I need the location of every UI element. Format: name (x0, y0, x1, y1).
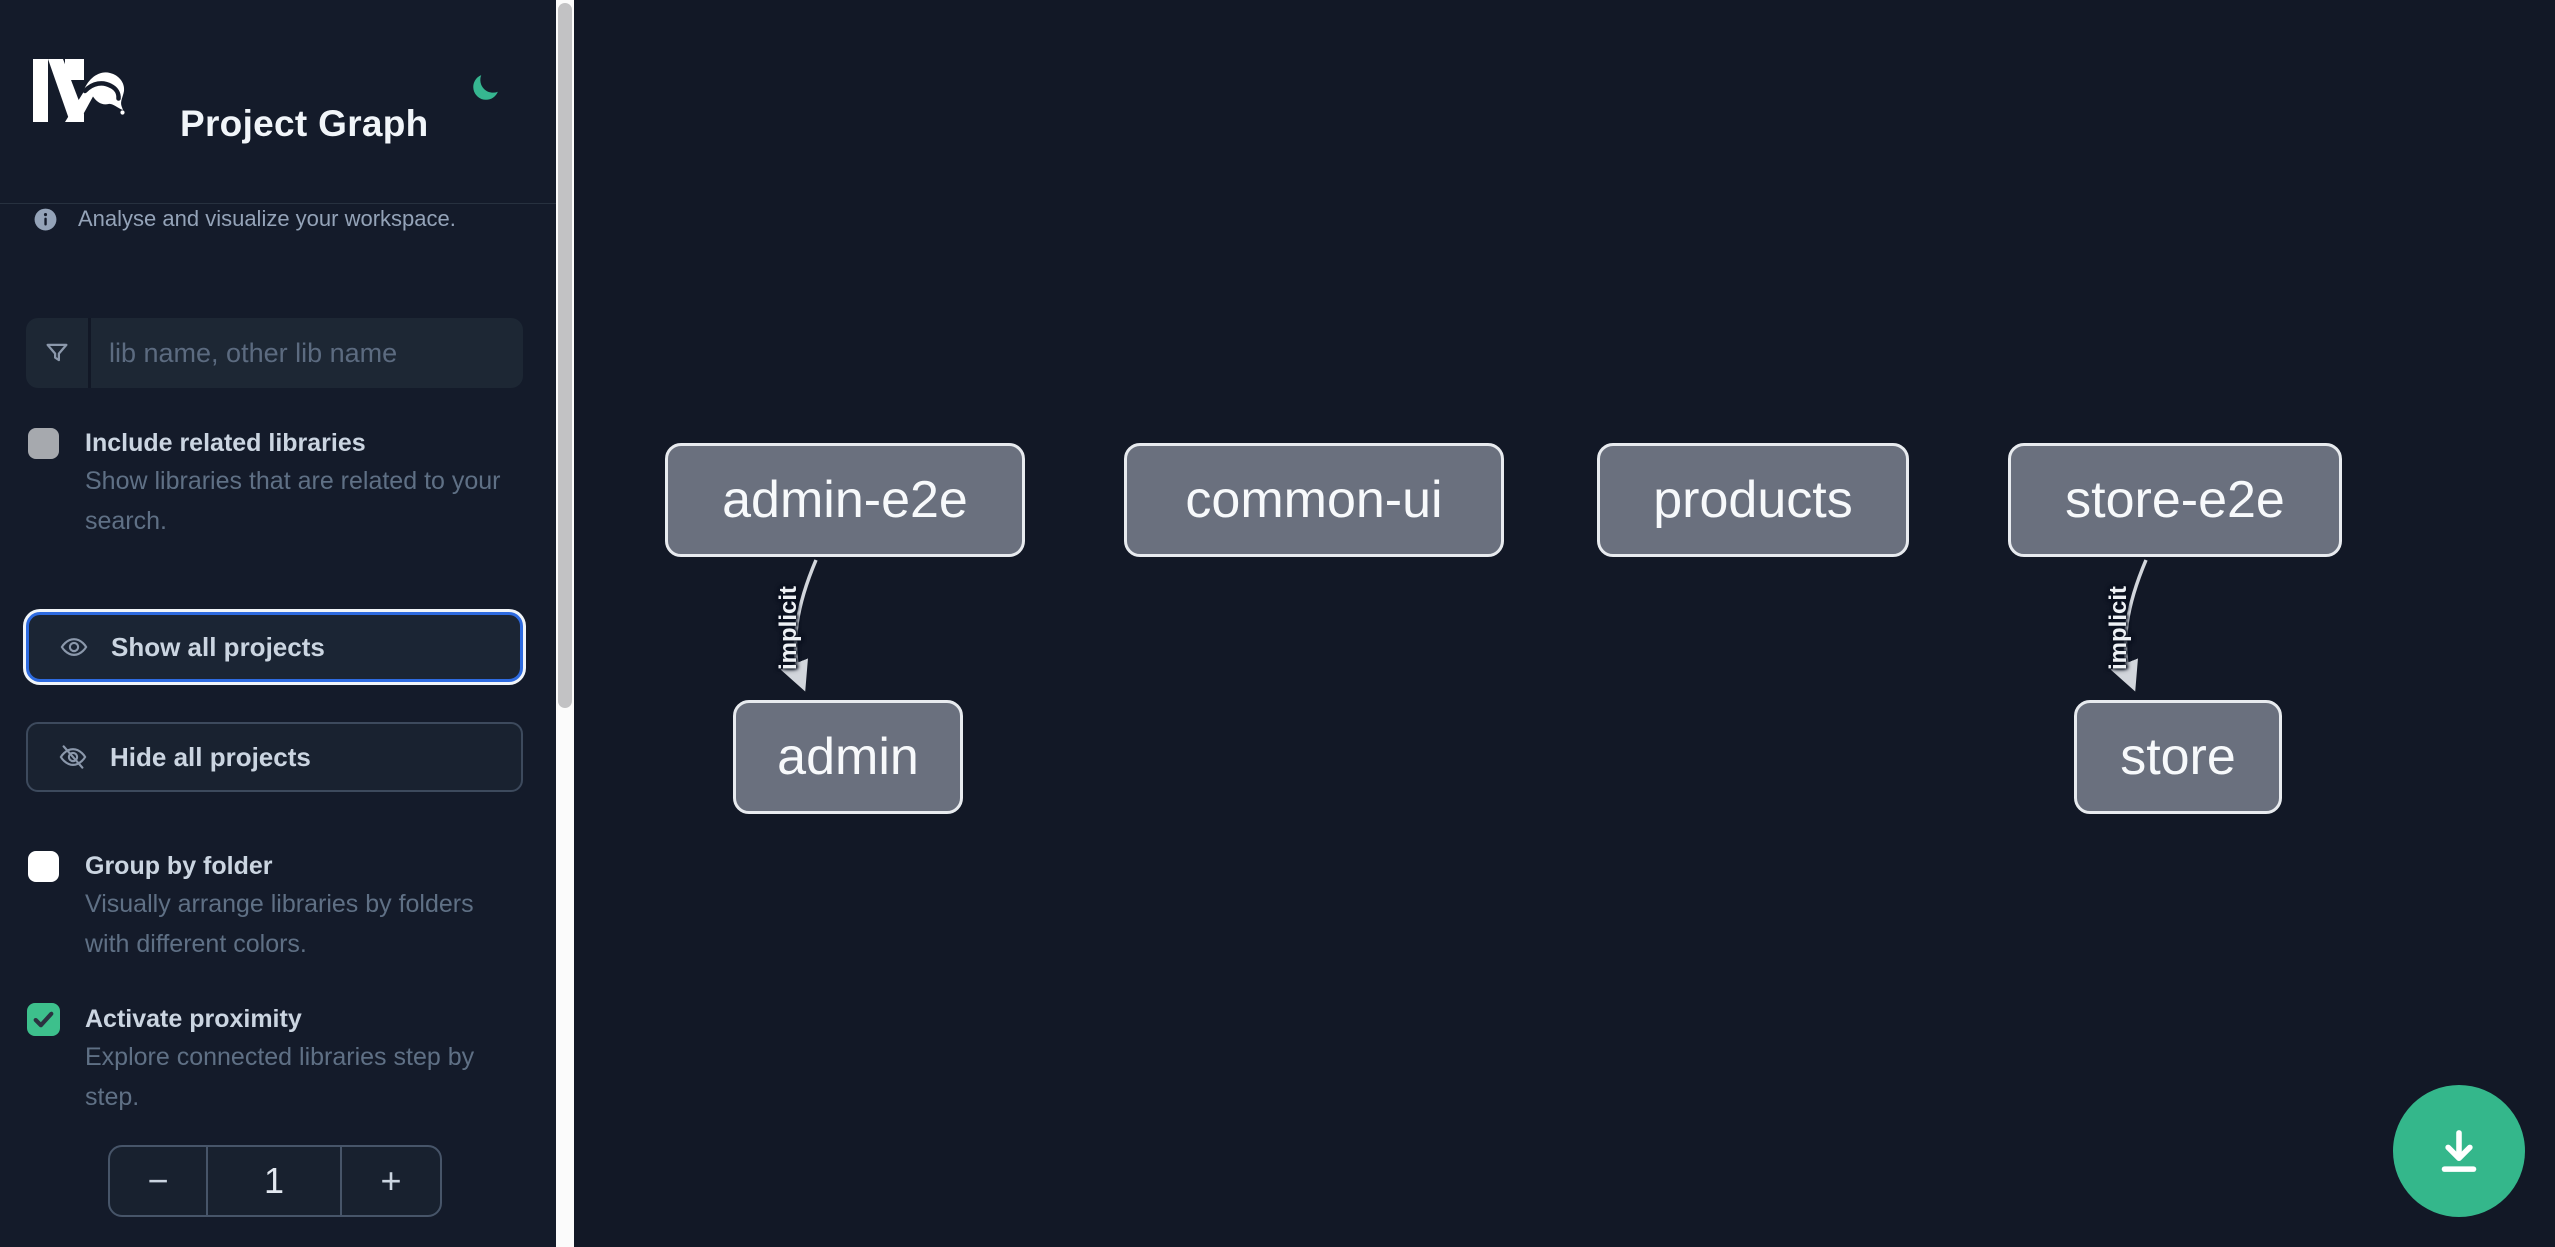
nx-logo-swirl (82, 81, 121, 101)
sidebar: Project Graph Analyse and visualize your… (0, 0, 556, 1247)
edge-label-implicit-store[interactable]: implicit (2105, 586, 2132, 671)
checkbox-activate-proximity[interactable] (27, 1003, 60, 1036)
download-icon (2441, 1130, 2477, 1172)
filter-icon-cell (26, 318, 91, 388)
graph-node-store-e2e[interactable]: store-e2e (2008, 443, 2342, 557)
theme-toggle-button[interactable] (462, 64, 510, 112)
option-label-group-by-folder: Group by folder (85, 852, 273, 880)
stepper-decrement-button[interactable]: − (110, 1147, 208, 1215)
eye-icon (60, 638, 88, 656)
moon-icon (473, 74, 498, 100)
option-label-include-related: Include related libraries (85, 429, 366, 457)
funnel-icon (46, 343, 68, 362)
option-desc-include-related: Show libraries that are related to your … (85, 467, 501, 535)
graph-node-store[interactable]: store (2074, 700, 2282, 814)
hide-all-projects-button[interactable]: Hide all projects (26, 722, 523, 792)
checkbox-include-related-libraries[interactable] (28, 428, 59, 459)
show-all-projects-label: Show all projects (111, 631, 325, 662)
graph-node-common-ui[interactable]: common-ui (1124, 443, 1504, 557)
eye-slash-icon (59, 745, 87, 769)
checkmark-icon (33, 1011, 54, 1028)
option-label-activate-proximity: Activate proximity (85, 1005, 302, 1033)
nx-logo[interactable] (33, 59, 125, 123)
download-graph-button[interactable] (2393, 1085, 2525, 1217)
info-icon (34, 208, 57, 230)
graph-node-products[interactable]: products (1597, 443, 1909, 557)
show-all-projects-button[interactable]: Show all projects (26, 612, 523, 682)
stepper-value: 1 (208, 1147, 342, 1215)
graph-canvas[interactable] (574, 0, 2555, 1247)
sidebar-scrollbar-thumb[interactable] (558, 3, 572, 708)
proximity-stepper: − 1 + (108, 1145, 442, 1217)
header-divider (0, 203, 556, 204)
checkbox-group-by-folder[interactable] (28, 851, 59, 882)
sidebar-scrollbar[interactable] (556, 0, 574, 1247)
edge-label-implicit-admin[interactable]: implicit (775, 586, 802, 671)
tagline: Analyse and visualize your workspace. (78, 206, 456, 231)
option-desc-group-by-folder: Visually arrange libraries by folders wi… (85, 890, 474, 958)
graph-node-admin-e2e[interactable]: admin-e2e (665, 443, 1025, 557)
graph-node-admin[interactable]: admin (733, 700, 963, 814)
stepper-increment-button[interactable]: + (342, 1147, 440, 1215)
option-desc-activate-proximity: Explore connected libraries step by step… (85, 1043, 475, 1111)
hide-all-projects-label: Hide all projects (110, 741, 311, 772)
page-title: Project Graph (180, 102, 429, 144)
filter-input[interactable] (91, 318, 523, 388)
filter-box (26, 318, 523, 388)
info-row: Analyse and visualize your workspace. (33, 206, 533, 232)
